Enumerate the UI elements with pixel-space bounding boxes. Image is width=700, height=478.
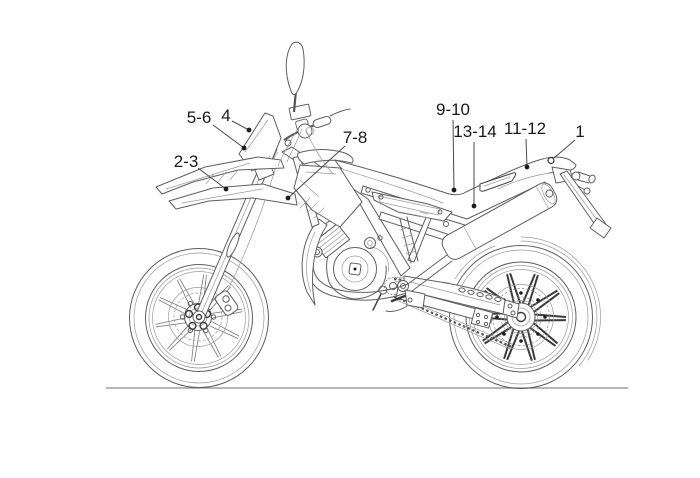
rear-mudflap: [560, 171, 611, 238]
front-brake-caliper: [206, 289, 239, 316]
callout-label-13-14[interactable]: 13-14: [453, 122, 496, 141]
leader-line: [198, 168, 226, 189]
seat-and-tail: [335, 157, 576, 203]
brake-reservoir: [289, 104, 311, 120]
rear-sprocket: [489, 285, 554, 350]
callout-label-11-12[interactable]: 11-12: [504, 119, 546, 138]
brake-lever: [330, 109, 350, 116]
callout-13-14: 13-14: [453, 122, 497, 209]
leader-dot: [246, 127, 252, 133]
leader-dot: [223, 186, 229, 192]
leader-dot: [241, 145, 247, 151]
engine: [309, 218, 388, 310]
rear-shock: [400, 217, 418, 263]
callout-7-8: 7-8: [285, 128, 368, 201]
callout-label-2-3[interactable]: 2-3: [174, 152, 199, 171]
radiator-shroud: [294, 165, 362, 227]
leader-line: [232, 121, 249, 130]
callouts: 5-6 4 2-3 7-8 9-10 13-14: [174, 100, 585, 209]
grab-handle-recess: [480, 173, 516, 191]
callout-1: 1: [548, 122, 585, 164]
callout-4: 4: [221, 106, 252, 133]
control-cables: [278, 128, 333, 174]
callout-5-6: 5-6: [187, 108, 247, 151]
callout-11-12: 11-12: [504, 119, 546, 170]
leader-line: [288, 146, 345, 198]
leader-dot: [471, 203, 477, 209]
leader-line: [213, 125, 244, 148]
leader-line: [554, 140, 575, 158]
callout-label-9-10[interactable]: 9-10: [436, 100, 470, 119]
leader-circle: [548, 158, 554, 164]
leader-line: [453, 120, 454, 190]
leader-dot: [524, 164, 530, 170]
rear-brake-disc: [501, 297, 541, 337]
front-wheel: [130, 249, 269, 388]
front-brake-hose: [228, 163, 277, 290]
callout-9-10: 9-10: [436, 100, 470, 193]
callout-label-5-6[interactable]: 5-6: [187, 108, 212, 127]
leader-dot: [451, 187, 457, 193]
mid-side-panel: [372, 192, 452, 221]
engine-guard: [302, 219, 327, 305]
handlebar-grip: [312, 115, 332, 128]
exhaust-silencer: [439, 180, 560, 263]
mirror: [286, 42, 304, 94]
headlight-bucket: [298, 124, 312, 138]
callout-label-7-8[interactable]: 7-8: [343, 128, 368, 147]
rear-wheel: [450, 237, 601, 389]
leader-dot: [285, 195, 291, 201]
cockpit: [278, 42, 350, 174]
footpeg-bracket: [386, 290, 425, 311]
callout-label-4[interactable]: 4: [221, 106, 230, 125]
fuel-tank: [298, 150, 353, 165]
leader-line: [526, 139, 527, 167]
callout-2-3: 2-3: [174, 152, 229, 192]
callout-label-1[interactable]: 1: [575, 122, 584, 141]
front-fender: [156, 157, 297, 209]
